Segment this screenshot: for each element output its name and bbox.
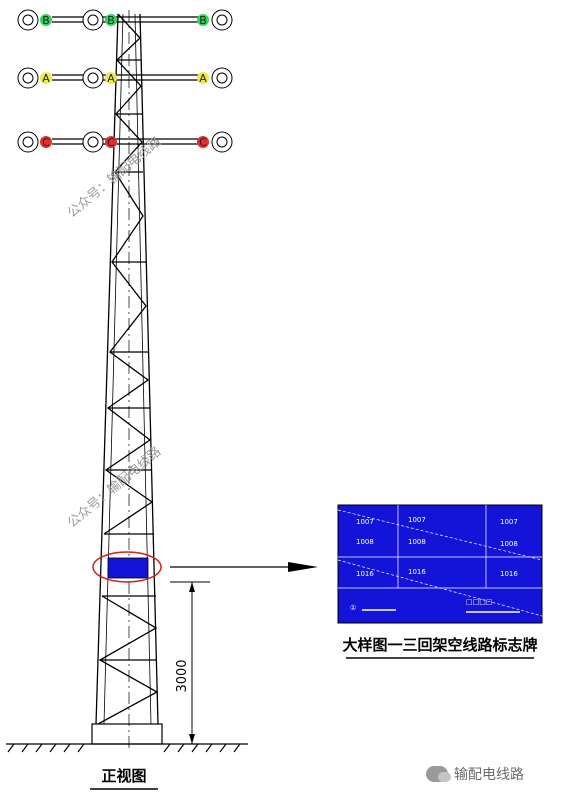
sign-cell: 1008 [356,538,374,546]
insulator-right [211,9,233,31]
phase-row-c: C C C [17,131,233,153]
insulator-left [17,131,39,153]
insulator-right [211,67,233,89]
leader-arrow [170,562,318,572]
dimension-line [170,581,210,744]
sign-cell: 1016 [500,570,518,578]
phase-marker [197,136,209,148]
sign-cell: 1007 [356,518,374,526]
insulator-left [17,67,39,89]
phase-marker [197,14,209,26]
phase-label: C [107,136,115,149]
tower-sign-small [107,557,149,579]
wechat-icon [426,766,451,782]
sign-cell: 1007 [408,516,426,524]
publisher-name: 输配电线路 [454,767,524,783]
phase-row-b: B B B [17,9,233,31]
sign-footer-right: □□□□ [466,598,492,606]
sign-footer-left: ① [350,604,356,612]
sign-cell: 1008 [500,540,518,548]
dimension-value: 3000 [175,659,190,692]
insulator-left [17,9,39,31]
phase-marker [40,136,52,148]
phase-label: B [107,14,115,27]
phase-label: B [42,14,50,27]
phase-label: A [107,72,115,85]
watermark-lower: 公众号：输配电线路 [64,444,164,531]
phase-marker [197,72,209,84]
tower-body [95,10,159,750]
phase-label: A [42,72,50,85]
phase-marker [105,72,117,84]
cross-arms [52,16,202,145]
sign-cell: 1016 [408,568,426,576]
phase-label: C [42,136,50,149]
phase-marker [105,14,117,26]
highlight-ellipse [92,551,162,583]
phase-label: B [199,14,207,27]
phase-marker [105,136,117,148]
front-view-caption: 正视图 [101,767,146,785]
phase-label: A [199,72,207,85]
sign-cell: 1007 [500,518,518,526]
detail-caption: 大样图一三回架空线路标志牌 [342,636,537,654]
publisher-logo: 输配电线路 [426,762,524,786]
sign-cell: 1008 [408,538,426,546]
insulator-mid [82,9,104,31]
detail-sign: 1007 1007 1007 1008 1008 1008 1016 1016 … [337,504,543,624]
sign-cell: 1016 [356,570,374,578]
phase-marker [40,72,52,84]
insulator-mid [82,131,104,153]
insulator-right [211,131,233,153]
phase-row-a: A A A [17,67,233,89]
tower-foundation [91,723,163,745]
insulator-mid [82,67,104,89]
ground [6,743,248,753]
phase-marker [40,14,52,26]
phase-label: C [199,136,207,149]
